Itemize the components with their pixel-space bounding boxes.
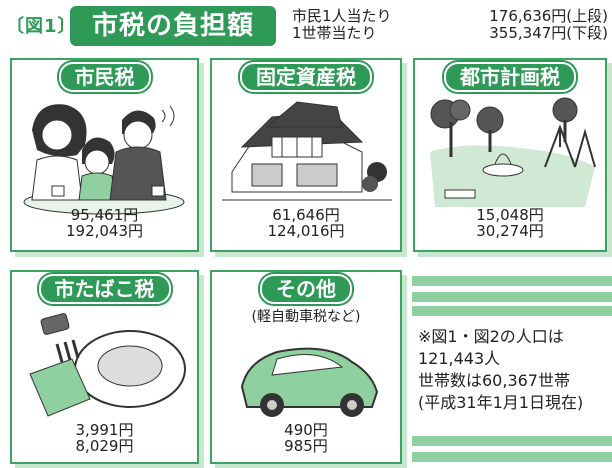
tobacco-tax-per-household: 8,029円 — [75, 437, 134, 455]
citizen-tax-label: 市民税 — [58, 62, 151, 92]
city-planning-tax-per-person: 15,048円 — [476, 206, 544, 224]
property-tax-per-household: 124,016円 — [267, 222, 345, 240]
tobacco-tax-per-person: 3,991円 — [75, 421, 134, 439]
footnote-panel — [412, 276, 612, 468]
house-illustration-icon — [222, 101, 392, 201]
footnote-line4: (平成31年1月1日現在) — [418, 393, 584, 412]
tobacco-tax-card: 市たばこ税 3,991円 8,029円 — [10, 270, 199, 464]
city-planning-tax-card: 都市計画税 15,048円 30,274円 — [413, 58, 607, 252]
city-planning-tax-per-household: 30,274円 — [476, 222, 544, 240]
footnote: ※図1・図2の人口は 121,443人 世帯数は60,367世帯 (平成31年1… — [418, 326, 583, 414]
per-person-label: 市民1人当たり — [292, 7, 392, 25]
ashtray-illustration-icon — [29, 313, 186, 417]
page-title: 市税の負担額 — [70, 6, 276, 46]
header-values: 176,636円(上段) 355,347円(下段) — [442, 8, 608, 42]
other-tax-card: その他 (軽自動車税など) 490円 985円 — [210, 270, 402, 464]
other-tax-label: その他 — [260, 274, 352, 304]
other-tax-per-person: 490円 — [284, 421, 328, 439]
city-planning-tax-label: 都市計画税 — [444, 62, 576, 92]
per-household-value: 355,347円(下段) — [489, 24, 608, 42]
property-tax-card: 固定資産税 61,646円 124,016円 — [210, 58, 402, 252]
figure-label: 〔図1〕 — [6, 16, 77, 37]
footnote-line2: 121,443人 — [418, 349, 501, 368]
footnote-line1: ※図1・図2の人口は — [418, 327, 564, 346]
tobacco-tax-label: 市たばこ税 — [38, 274, 171, 304]
other-tax-per-household: 985円 — [284, 437, 328, 455]
citizen-tax-per-household: 192,043円 — [65, 222, 144, 240]
header-labels: 市民1人当たり 1世帯当たり — [292, 8, 392, 42]
per-person-value: 176,636円(上段) — [489, 7, 608, 25]
per-household-label: 1世帯当たり — [292, 24, 377, 42]
car-illustration-icon — [240, 347, 379, 417]
citizen-tax-card: 市民税 95,461円 192,043円 — [10, 58, 199, 252]
footnote-line3: 世帯数は60,367世帯 — [418, 371, 570, 390]
park-illustration-icon — [430, 97, 596, 207]
property-tax-per-person: 61,646円 — [272, 206, 340, 224]
other-tax-note: (軽自動車税など) — [251, 309, 361, 325]
family-illustration-icon — [23, 104, 185, 215]
citizen-tax-per-person: 95,461円 — [70, 206, 139, 224]
property-tax-label: 固定資産税 — [240, 62, 372, 92]
